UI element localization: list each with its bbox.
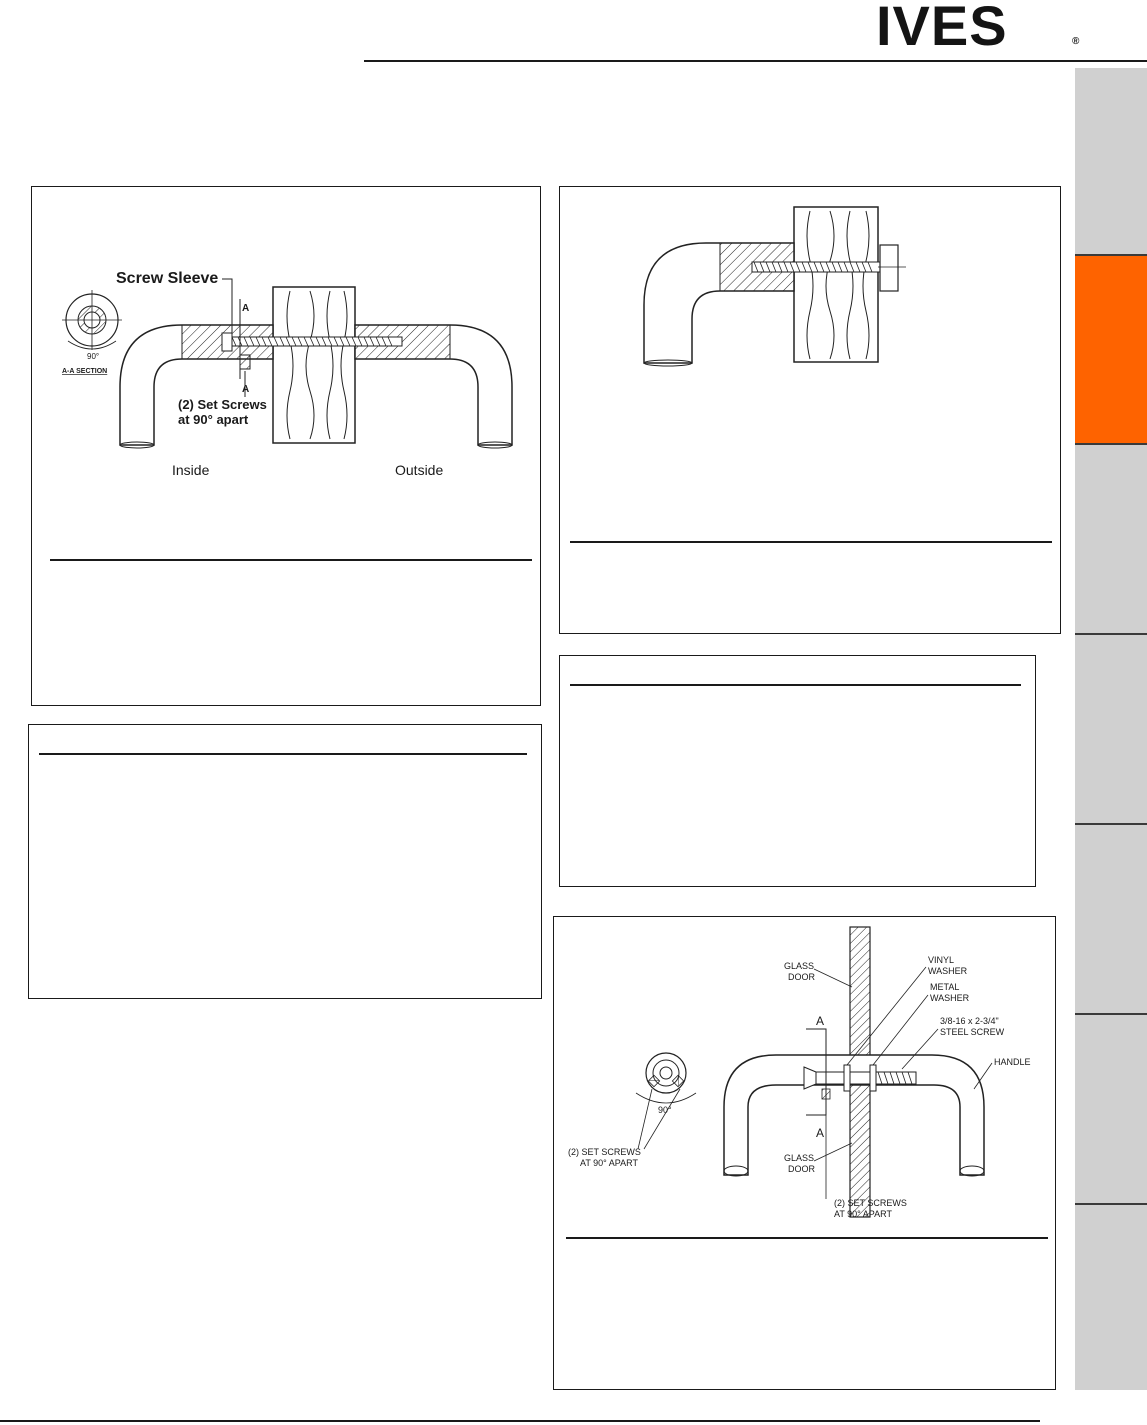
panel-screw-sleeve-mounting: A A Screw Sleeve (2) Set Screws at 90° a… xyxy=(31,186,541,706)
registered-mark: ® xyxy=(1072,36,1080,47)
caption-rule xyxy=(570,541,1052,543)
tab-divider xyxy=(1075,633,1147,635)
section-detail: 90° (2) SET SCREWS AT 90° APART xyxy=(568,1052,697,1168)
glass-door-handle xyxy=(723,1054,985,1177)
set-screws-left-label: (2) SET SCREWS xyxy=(568,1147,641,1157)
angle-90-label: 90° xyxy=(87,352,99,361)
glass-door-bottom-label: GLASS xyxy=(784,1153,814,1163)
set-screws-bottom-label: (2) SET SCREWS xyxy=(834,1198,907,1208)
panel-single-pull-mounting xyxy=(559,186,1061,634)
screw-sleeve-label: Screw Sleeve xyxy=(116,270,218,287)
pull-handle xyxy=(643,242,795,367)
tab-divider xyxy=(1075,254,1147,256)
tab-divider xyxy=(1075,443,1147,445)
panel-glass-door-mounting: A A GLASS DOOR VINYL WASHER METAL WASHER… xyxy=(553,916,1056,1390)
section-tab-1[interactable] xyxy=(1075,68,1147,254)
through-bolt xyxy=(221,332,403,370)
vinyl-washer-label: VINYL xyxy=(928,955,954,965)
a-a-section-detail: 90° A-A SECTION xyxy=(62,290,122,375)
set-screws-label: (2) Set Screws xyxy=(178,397,267,412)
section-mark-a-bottom: A xyxy=(242,384,249,395)
outside-label: Outside xyxy=(395,462,443,478)
a-a-section-label: A-A SECTION xyxy=(62,368,107,375)
section-tab-strip xyxy=(1075,68,1147,1390)
section-tab-3[interactable] xyxy=(1075,445,1147,633)
section-mark-a-top: A xyxy=(242,303,249,314)
glass-door-drawing: A A GLASS DOOR VINYL WASHER METAL WASHER… xyxy=(568,926,1031,1219)
section-mark-a-bottom: A xyxy=(816,1126,824,1140)
set-screws-left-label-line2: AT 90° APART xyxy=(580,1158,638,1168)
glass-door-bottom-label-line2: DOOR xyxy=(788,1164,816,1174)
set-screws-bottom-label-line2: AT 90° APART xyxy=(834,1209,892,1219)
caption-rule xyxy=(566,1237,1048,1239)
metal-washer-label: METAL xyxy=(930,982,959,992)
glass-door-top-label-line2: DOOR xyxy=(788,972,816,982)
tab-divider xyxy=(1075,823,1147,825)
section-tab-4[interactable] xyxy=(1075,635,1147,823)
door-section xyxy=(272,286,356,444)
tab-divider xyxy=(1075,1013,1147,1015)
set-screws-label-line2: at 90° apart xyxy=(178,412,249,427)
single-pull-drawing xyxy=(643,206,906,367)
inside-label: Inside xyxy=(172,462,210,478)
steel-screw-label: STEEL SCREW xyxy=(940,1027,1005,1037)
caption-rule xyxy=(39,753,527,755)
section-tab-5[interactable] xyxy=(1075,825,1147,1013)
vinyl-washer-label-line2: WASHER xyxy=(928,966,968,976)
panel-notes-left xyxy=(28,724,542,999)
screw-sleeve-drawing: A A Screw Sleeve (2) Set Screws at 90° a… xyxy=(62,270,513,478)
section-tab-active[interactable] xyxy=(1075,255,1147,443)
through-bolt xyxy=(751,244,906,292)
metal-washer-label-line2: WASHER xyxy=(930,993,970,1003)
tab-divider xyxy=(1075,1203,1147,1205)
angle-90-label: 90° xyxy=(658,1105,672,1115)
steel-screw-size-label: 3/8-16 x 2-3/4" xyxy=(940,1016,999,1026)
section-mark-a-top: A xyxy=(816,1014,824,1028)
ives-logo: IVES xyxy=(876,0,1008,57)
header-rule xyxy=(364,60,1147,62)
section-tab-7[interactable] xyxy=(1075,1205,1147,1390)
door-section xyxy=(793,206,879,363)
section-tab-6[interactable] xyxy=(1075,1015,1147,1203)
caption-rule xyxy=(570,684,1021,686)
glass-door-top-label: GLASS xyxy=(784,961,814,971)
handle-label: HANDLE xyxy=(994,1057,1031,1067)
panel-notes-right xyxy=(559,655,1036,887)
caption-rule xyxy=(50,559,532,561)
footer-rule xyxy=(0,1420,1040,1422)
